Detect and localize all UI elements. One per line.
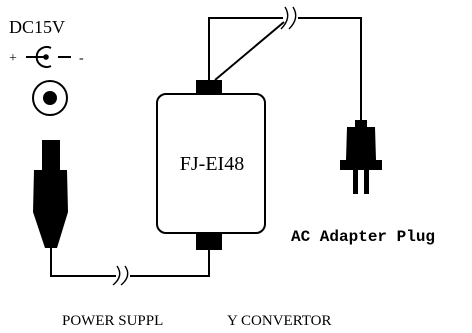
dc-output-plug [33,140,68,248]
ac-adapter-plug-icon [340,120,382,194]
input-cable [208,17,362,120]
caption-part-1: POWER SUPPL [62,313,163,329]
cable-break-mark [112,265,129,286]
barrel-socket-icon [32,80,68,116]
supply-model-label: FJ-EI48 [180,153,244,175]
polarity-legend: DC15V + - [9,17,84,68]
output-cable [50,248,210,277]
polarity-minus-sign: - [79,51,84,66]
cable-break-mark [280,6,297,30]
center-positive-polarity-icon [26,46,71,68]
input-cable-strain-relief [196,80,222,95]
output-cable-strain-relief [196,232,222,250]
power-supply-box: FJ-EI48 [156,80,266,250]
dc-voltage-label: DC15V [9,17,65,37]
ac-plug-label: AC Adapter Plug [291,228,435,246]
caption-part-2: Y CONVERTOR [227,313,332,329]
polarity-plus-sign: + [9,51,17,66]
